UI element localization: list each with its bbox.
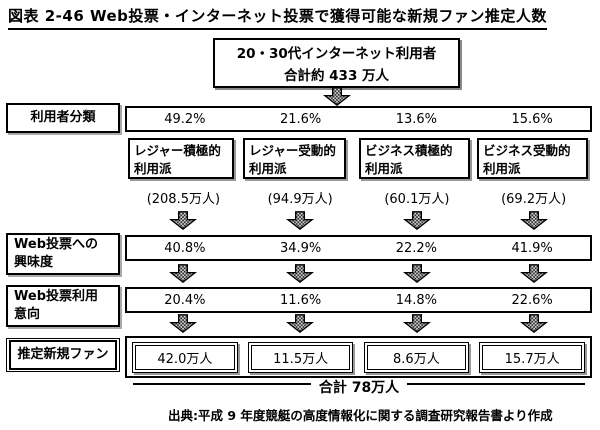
total-connector: 合計 78万人 [133,377,586,397]
percent-cell: 22.6% [511,292,553,308]
classification-percent-row: 49.2% 21.6% 13.6% 15.6% [125,106,592,132]
estimated-cell: 15.7万人 [474,341,590,373]
estimated-values-row: 42.0万人 11.5万人 8.6万人 15.7万人 [125,336,592,378]
intention-label-line2: 意向 [14,307,41,322]
intention-label-line1: Web投票利用 [14,289,98,305]
percent-cell: 40.8% [164,240,206,256]
category-name-line2: 利用派 [134,160,172,176]
category-name-line2: 利用派 [365,160,403,176]
estimated-cell: 42.0万人 [127,341,243,373]
intention-percent-row: 20.4% 11.6% 14.8% 22.6% [125,287,592,313]
percent-cell: 20.4% [164,292,206,308]
category-name-line1: ビジネス受動的 [483,143,571,158]
estimated-cell: 8.6万人 [359,341,475,373]
estimated-value-box: 8.6万人 [363,341,470,373]
down-arrow-icon [169,211,197,230]
percent-cell: 34.9% [279,240,322,256]
down-arrow-icon [520,211,548,230]
category-box-leisure-passive: レジャー受動的 利用派 [243,138,346,179]
interest-percent-row: 40.8% 34.9% 22.2% 41.9% [125,235,592,261]
percent-cell: 41.9% [511,240,553,256]
label-box-estimated-new-fans: 推定新規ファン [6,338,120,372]
percent-cell: 14.8% [395,292,438,308]
interest-label-line1: Web投票への [14,237,98,253]
down-arrow-icon [286,211,314,230]
estimated-value-box: 15.7万人 [479,341,585,373]
down-arrow-icon [169,264,197,283]
percent-cell: 11.6% [279,292,322,308]
total-label: 合計 78万人 [318,380,400,396]
estimated-value-box: 42.0万人 [132,341,238,373]
category-box-business-active: ビジネス積極的 利用派 [359,138,470,179]
percent-cell: 21.6% [279,111,322,127]
total-line-left [133,383,311,385]
user-classification-label: 利用者分類 [30,110,96,126]
down-arrow-icon [520,314,548,333]
percent-cell: 49.2% [164,111,206,127]
category-count: (94.9万人) [267,192,333,207]
estimated-cell: 11.5万人 [243,341,359,373]
category-name-line1: ビジネス積極的 [365,143,453,158]
percent-cell: 15.6% [511,111,553,127]
label-box-web-vote-intention: Web投票利用 意向 [6,285,120,327]
category-name-line1: レジャー受動的 [249,143,336,158]
down-arrow-icon [520,264,548,283]
percent-cell: 13.6% [395,111,438,127]
estimated-label: 推定新規ファン [9,340,117,370]
percent-cell: 22.2% [395,240,438,256]
estimated-value-box: 11.5万人 [247,341,354,373]
down-arrow-icon [403,211,431,230]
category-name-line2: 利用派 [249,160,287,176]
estimated-value: 8.6万人 [366,344,467,370]
down-arrow-icon [323,87,351,106]
source-note: 出典:平成 9 年度競艇の高度情報化に関する調査研究報告書より作成 [168,408,553,423]
top-box-line2: 合計約 433 万人 [283,68,390,84]
estimated-value: 15.7万人 [482,344,582,370]
category-name-line2: 利用派 [483,160,521,176]
category-count: (208.5万人) [146,192,221,207]
category-box-business-passive: ビジネス受動的 利用派 [477,138,588,179]
down-arrow-icon [286,264,314,283]
category-count: (69.2万人) [501,192,567,207]
total-line-right [407,383,586,385]
category-box-leisure-active: レジャー積極的 利用派 [128,138,234,179]
top-box-line1: 20・30代インターネット利用者 [236,46,437,62]
down-arrow-icon [403,264,431,283]
estimated-value: 11.5万人 [250,344,351,370]
top-box: 20・30代インターネット利用者 合計約 433 万人 [213,38,460,88]
figure-title: 図表 2-46 Web投票・インターネット投票で獲得可能な新規ファン推定人数 [8,5,547,30]
label-box-web-vote-interest: Web投票への 興味度 [6,233,120,275]
label-box-user-classification: 利用者分類 [6,103,120,133]
category-count-row: (208.5万人) (94.9万人) (60.1万人) (69.2万人) [125,188,592,207]
category-count: (60.1万人) [384,192,450,207]
category-name-line1: レジャー積極的 [134,143,221,158]
estimated-value: 42.0万人 [135,344,235,370]
interest-label-line2: 興味度 [14,255,54,270]
down-arrow-icon [403,314,431,333]
down-arrow-icon [286,314,314,333]
down-arrow-icon [169,314,197,333]
